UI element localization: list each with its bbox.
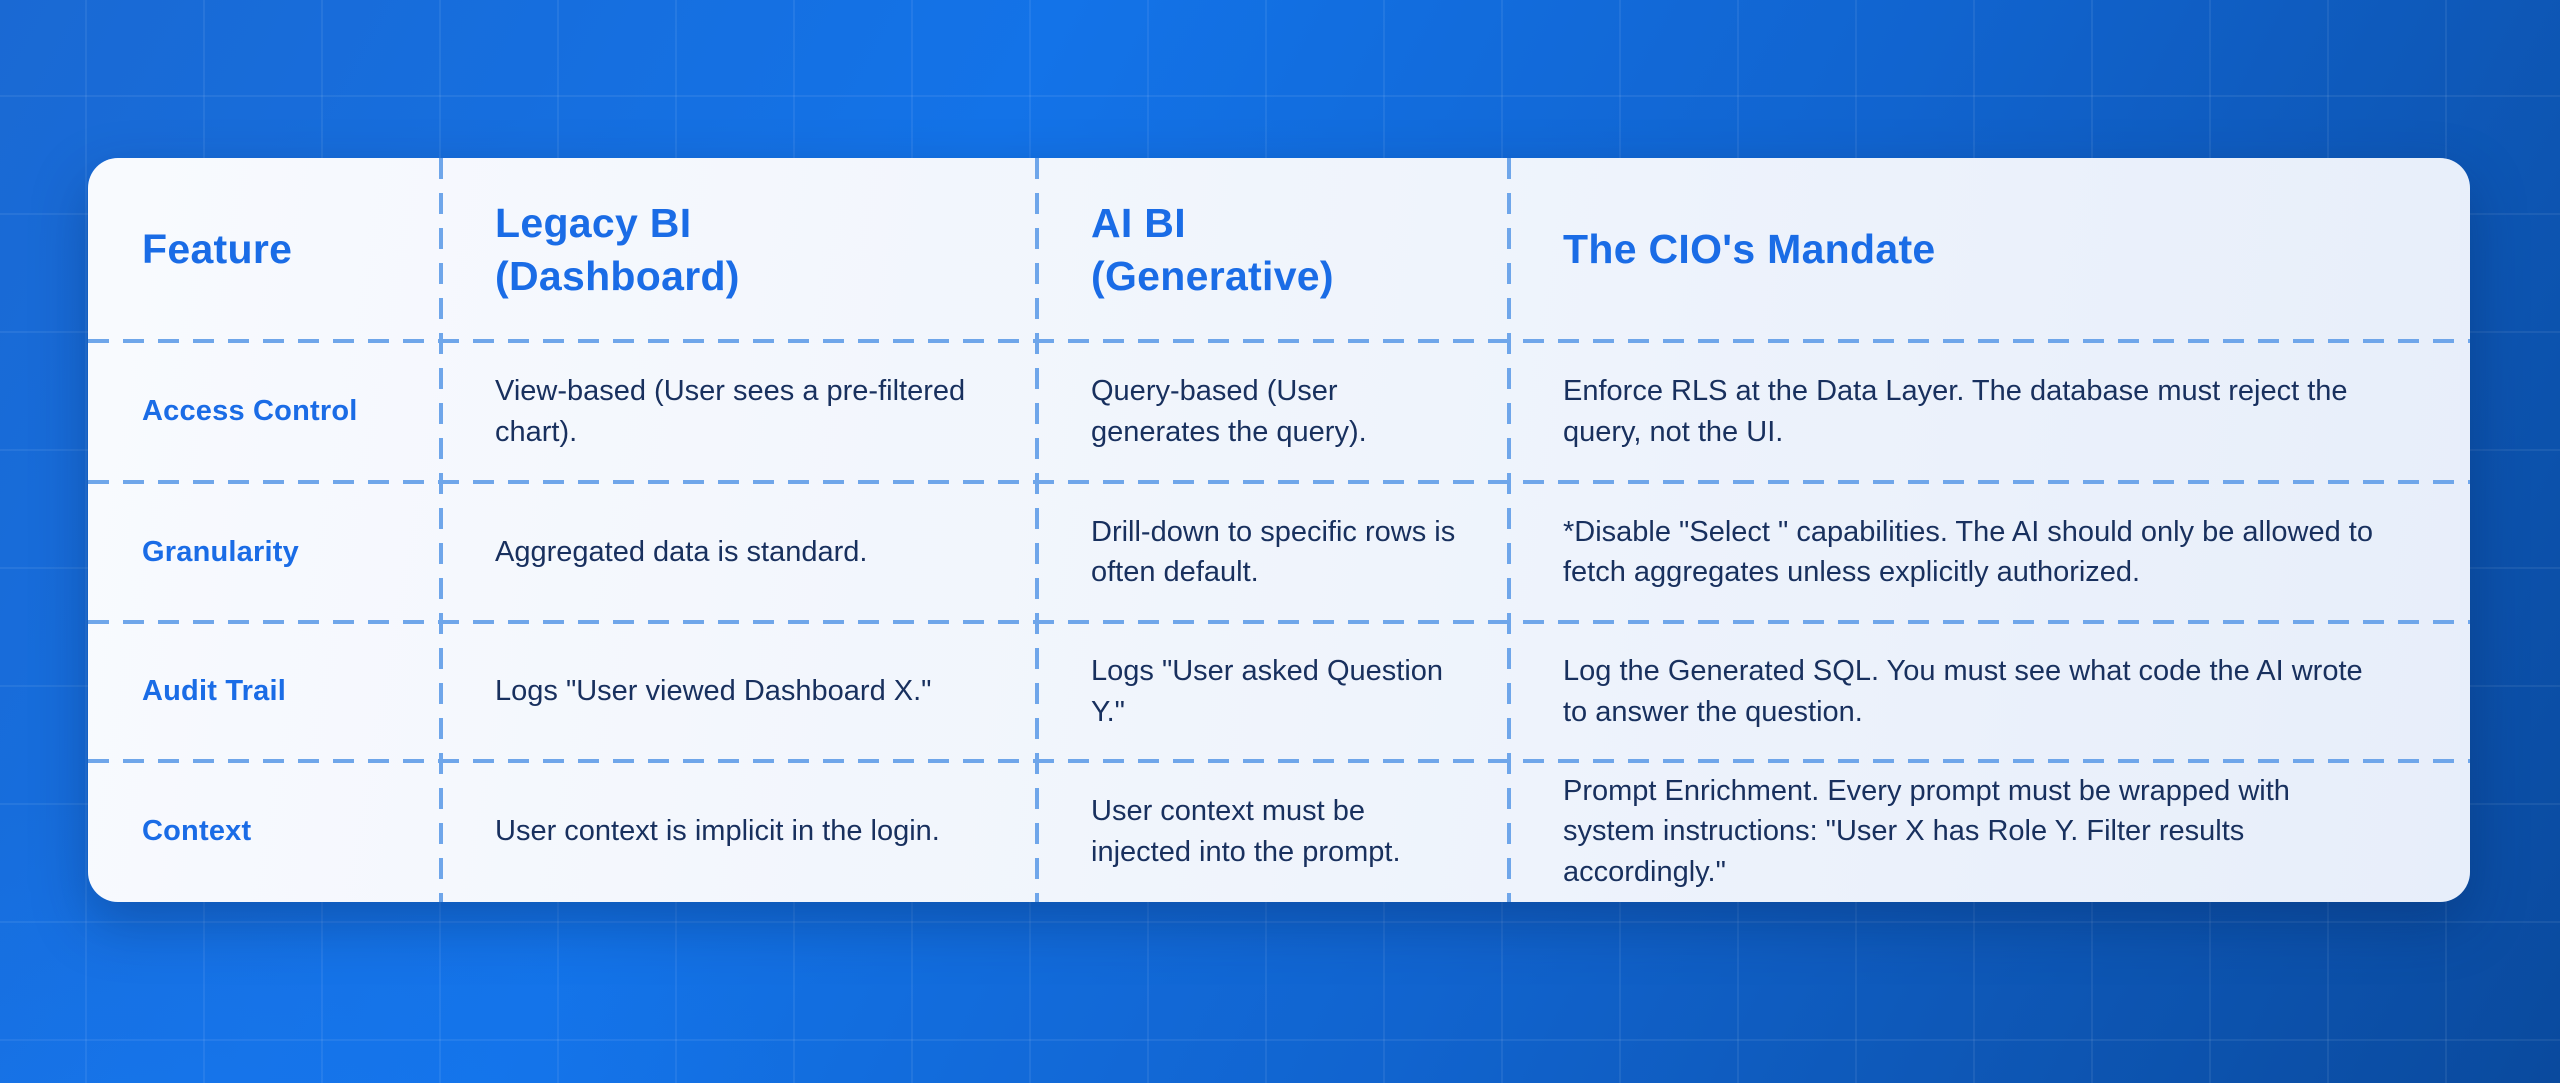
- row-label-granularity: Granularity: [142, 535, 299, 568]
- row-label-context: Context: [142, 815, 252, 847]
- cell-access-control-legacy: View-based (User sees a pre-filtered cha…: [495, 375, 966, 448]
- row-divider-2: [88, 480, 2470, 484]
- cell-granularity-legacy: Aggregated data is standard.: [495, 535, 868, 568]
- column-divider-2: [1035, 158, 1039, 902]
- row-divider-4: [88, 759, 2470, 763]
- cell-audit-trail-legacy: Logs "User viewed Dashboard X.": [495, 675, 932, 708]
- row-label-audit-trail: Audit Trail: [142, 675, 286, 707]
- cell-audit-trail-ai: Logs "User asked Question Y.": [1091, 655, 1444, 728]
- cell-access-control-mandate: Enforce RLS at the Data Layer. The datab…: [1563, 375, 2348, 448]
- row-divider-3: [88, 620, 2470, 624]
- cell-granularity-mandate: *Disable "Select " capabilities. The AI …: [1563, 515, 2373, 588]
- cell-context-legacy: User context is implicit in the login.: [495, 815, 940, 848]
- column-header-ai-bi: AI BI (Generative): [1091, 200, 1334, 299]
- comparison-table-card: Feature Legacy BI (Dashboard) AI BI (Gen…: [88, 158, 2470, 902]
- cell-audit-trail-mandate: Log the Generated SQL. You must see what…: [1563, 655, 2363, 728]
- cell-context-ai: User context must be injected into the p…: [1091, 795, 1401, 868]
- column-divider-3: [1507, 158, 1511, 902]
- cell-access-control-ai: Query-based (User generates the query).: [1091, 375, 1367, 448]
- column-header-cio-mandate: The CIO's Mandate: [1563, 226, 1936, 273]
- column-header-legacy-bi: Legacy BI (Dashboard): [495, 200, 740, 299]
- cell-granularity-ai: Drill-down to specific rows is often def…: [1091, 515, 1456, 588]
- column-divider-1: [439, 158, 443, 902]
- comparison-table: Feature Legacy BI (Dashboard) AI BI (Gen…: [88, 158, 2470, 902]
- cell-context-mandate: Prompt Enrichment. Every prompt must be …: [1563, 775, 2290, 888]
- row-label-access-control: Access Control: [142, 395, 358, 427]
- column-header-feature: Feature: [142, 226, 293, 273]
- row-divider-1: [88, 339, 2470, 343]
